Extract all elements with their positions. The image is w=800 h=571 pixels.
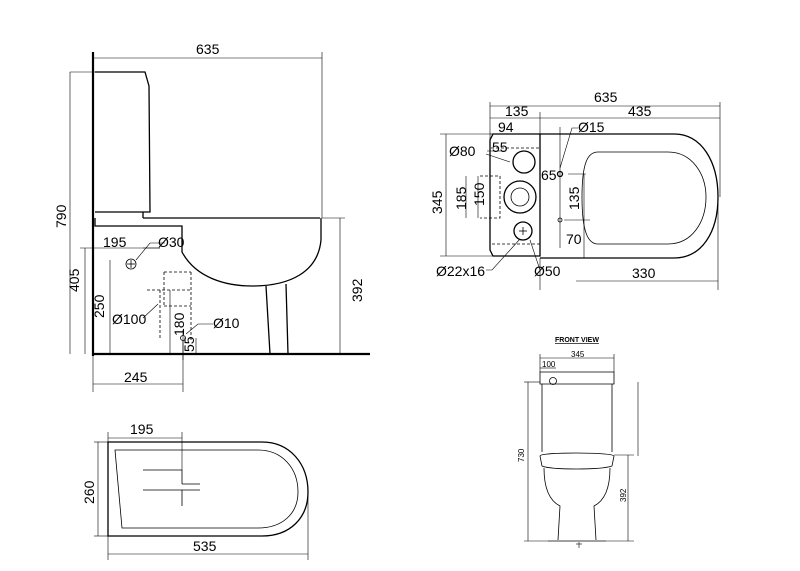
- top-hidden-lines: [480, 147, 540, 245]
- plan-dim-width: 260: [81, 480, 97, 504]
- front-view: FRONT VIEW 345 100 730 392: [517, 337, 639, 548]
- top-dim-hole-spacing: 135: [566, 186, 582, 210]
- plan-dim-length: 535: [193, 538, 217, 554]
- front-dim-seat-height: 392: [619, 488, 628, 502]
- outlet-hidden: [147, 271, 191, 307]
- front-view-title: FRONT VIEW: [555, 337, 599, 344]
- top-dim-hole-to-rim: 70: [566, 231, 582, 247]
- top-dim-185: 185: [453, 186, 469, 210]
- dim-outlet-distance: 245: [124, 369, 148, 385]
- cistern-outline: [95, 71, 151, 213]
- top-view: 635 135 435 94 Ø15 Ø80 55 65 345 185 150…: [429, 89, 721, 290]
- top-dim-seat-length: 330: [632, 265, 656, 281]
- plan-inner-outline: [114, 449, 299, 529]
- dim-inlet-height: 405: [66, 268, 82, 292]
- dim-inlet-offset: 195: [103, 234, 127, 250]
- dim-fix-height: 55: [181, 336, 197, 352]
- dim-inlet-diameter: Ø30: [158, 234, 185, 250]
- front-dim-height: 730: [517, 448, 526, 462]
- top-dim-inlet-diameter: Ø22x16: [436, 263, 485, 279]
- top-dim-hole-offset: 65: [541, 167, 557, 183]
- top-dim-bowl-depth: 435: [628, 103, 652, 119]
- front-button: [549, 377, 557, 385]
- plan-view: 195 260 535: [81, 421, 309, 560]
- top-dim-outlet-diameter: Ø50: [534, 263, 561, 279]
- top-seat-outline: [581, 151, 707, 245]
- top-dim-150: 150: [471, 182, 487, 206]
- top-dim-hole-diameter: Ø15: [578, 119, 605, 135]
- side-view: 635 790 195 Ø30 405 392 250 Ø100 180 Ø10…: [53, 41, 370, 392]
- top-dim-button-diameter: Ø80: [449, 143, 476, 159]
- dim-outlet-height: 250: [91, 294, 107, 318]
- pedestal-outline: [265, 283, 289, 355]
- outlet-hole-inner: [510, 187, 530, 207]
- outlet-hole: [503, 180, 537, 214]
- inlet-marker: [125, 258, 137, 270]
- dim-total-depth: 635: [196, 41, 220, 57]
- top-dim-button-offset: 94: [498, 119, 514, 135]
- front-cistern-body: [541, 384, 613, 452]
- top-dim-tank-depth: 135: [505, 103, 529, 119]
- dim-outlet-center: 180: [171, 312, 187, 336]
- plan-outlet-detail: [143, 469, 200, 506]
- dim-fix-diameter: Ø10: [213, 315, 240, 331]
- inlet-hole: [513, 221, 533, 241]
- front-cistern: [539, 371, 615, 385]
- button-hole: [512, 150, 536, 174]
- front-bowl: [543, 467, 611, 541]
- dim-seat-height: 392: [349, 278, 365, 302]
- plan-outline: [107, 441, 309, 537]
- bowl-outline: [94, 218, 322, 287]
- dim-outlet-diameter: Ø100: [112, 311, 146, 327]
- dim-total-height: 790: [53, 204, 69, 228]
- front-dim-width: 345: [571, 350, 585, 359]
- front-dim-button: 100: [542, 360, 556, 369]
- outlet-hidden: [159, 272, 192, 340]
- top-dim-total-depth: 635: [594, 89, 618, 105]
- front-seat: [539, 452, 615, 470]
- top-dim-tank-width: 345: [429, 190, 445, 214]
- plan-dim-offset: 195: [130, 421, 154, 437]
- top-dim-button-pos: 55: [492, 139, 508, 155]
